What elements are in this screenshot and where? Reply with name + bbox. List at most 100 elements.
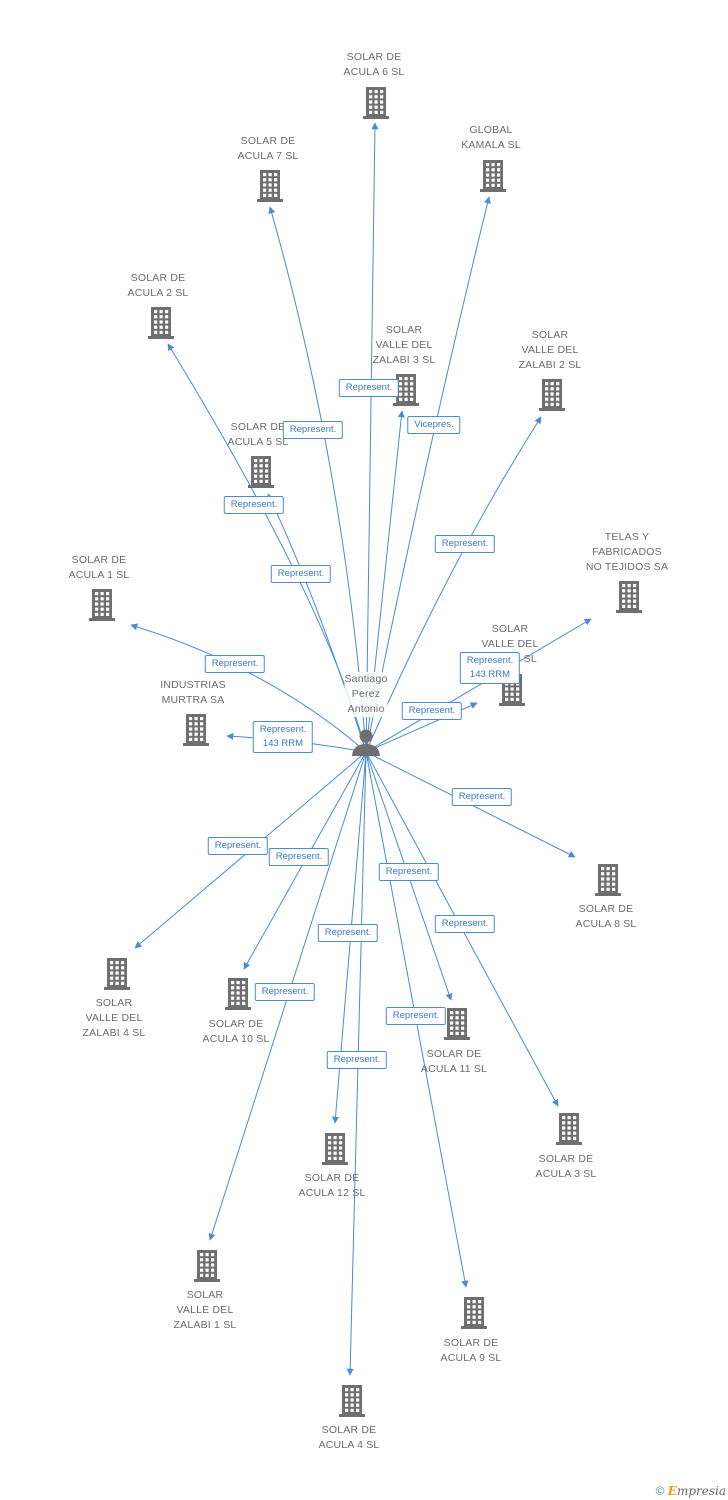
edge-label-acula8[interactable]: Represent. [451, 788, 513, 806]
company-label-line: ZALABI 4 SL [82, 1027, 146, 1039]
company-label-line: SOLAR DE [230, 421, 286, 433]
building-icon[interactable] [480, 160, 506, 192]
edge-label-murtra[interactable]: Represent.143 RRM [252, 721, 314, 753]
building-icon[interactable] [556, 1113, 582, 1145]
edge-label-acula5[interactable]: Represent. [223, 496, 285, 514]
company-label-line: SOLAR DE [71, 554, 127, 566]
edge-to-acula7 [268, 206, 367, 753]
company-label-line: ZALABI 2 SL [518, 359, 582, 371]
company-label-line: SOLAR DE [208, 1018, 264, 1030]
edge-label-telas[interactable]: Represent.143 RRM [459, 652, 521, 684]
company-label-line: SOLAR [95, 997, 133, 1009]
company-label-line: GLOBAL [469, 124, 513, 136]
building-icon[interactable] [194, 1250, 220, 1282]
edge-label-line: Represent. [466, 655, 514, 666]
edge-label-global[interactable]: Vicepres. [407, 416, 461, 434]
building-icon[interactable] [89, 589, 115, 621]
building-icon[interactable] [148, 307, 174, 339]
edge-label-zalabi1[interactable]: Represent. [254, 983, 316, 1001]
edge-label-zalabi3[interactable]: Represent. [338, 379, 400, 397]
edge-label-line: Represent. [333, 1054, 381, 1065]
building-icon[interactable] [444, 1008, 470, 1040]
edge-label-acula3[interactable]: Represent. [434, 915, 496, 933]
person-label-line: Perez [351, 688, 381, 700]
company-label-line: KAMALA SL [461, 139, 521, 151]
company-label-acula3[interactable]: SOLAR DE ACULA 3 SL [536, 1152, 597, 1182]
company-label-acula1[interactable]: SOLAR DE ACULA 1 SL [69, 553, 130, 583]
edge-label-line: Represent. [441, 918, 489, 929]
edge-label-acula9[interactable]: Represent. [385, 1007, 447, 1025]
company-label-line: NO TEJIDOS SA [585, 561, 669, 573]
edge-label-line: 143 RRM [262, 738, 304, 749]
brand-name: mpresia [676, 1484, 726, 1498]
building-icon[interactable] [104, 958, 130, 990]
company-label-line: ZALABI 3 SL [372, 354, 436, 366]
building-icon[interactable] [595, 864, 621, 896]
edge-label-acula10[interactable]: Represent. [268, 848, 330, 866]
building-icon[interactable] [461, 1297, 487, 1329]
company-label-line: SOLAR DE [346, 51, 402, 63]
company-label-line: SOLAR DE [130, 272, 186, 284]
company-label-line: ACULA 1 SL [68, 569, 130, 581]
brand-logo[interactable]: Empresia [668, 1484, 726, 1498]
building-icon[interactable] [363, 87, 389, 119]
edge-label-line: Represent. [392, 1010, 440, 1021]
building-icon[interactable] [339, 1385, 365, 1417]
company-label-line: SOLAR DE [426, 1048, 482, 1060]
company-label-line: ZALABI 1 SL [173, 1319, 237, 1331]
edge-label-zalabi[interactable]: Represent. [401, 702, 463, 720]
edge-label-acula12[interactable]: Represent. [317, 924, 379, 942]
edge-label-line: Represent. [324, 927, 372, 938]
edge-label-line: Represent. [408, 705, 456, 716]
edge-label-zalabi4[interactable]: Represent. [207, 837, 269, 855]
building-icon[interactable] [257, 170, 283, 202]
edge-label-acula4[interactable]: Represent. [326, 1051, 388, 1069]
company-label-global[interactable]: GLOBAL KAMALA SL [461, 123, 521, 153]
edge-to-telas [365, 618, 592, 753]
building-icon[interactable] [225, 978, 251, 1010]
edge-label-line: Represent. [289, 424, 337, 435]
edge-label-line: Represent. [230, 499, 278, 510]
company-label-line: SOLAR DE [538, 1153, 594, 1165]
company-label-line: ACULA 3 SL [535, 1168, 597, 1180]
edge-to-zalabi2 [365, 416, 542, 753]
company-label-line: ACULA 4 SL [318, 1439, 380, 1451]
building-icon[interactable] [322, 1133, 348, 1165]
company-label-line: ACULA 8 SL [575, 918, 637, 930]
building-icon[interactable] [539, 379, 565, 411]
building-icon[interactable] [183, 714, 209, 746]
building-icon[interactable] [616, 581, 642, 613]
copyright-symbol: © [655, 1484, 665, 1498]
edge-label-line: Represent. [458, 791, 506, 802]
building-icon[interactable] [393, 374, 419, 406]
edge-label-acula7[interactable]: Represent. [282, 421, 344, 439]
edge-label-zalabi2[interactable]: Represent. [434, 535, 496, 553]
edge-to-acula6 [365, 122, 379, 753]
edge-label-line: Vicepres. [414, 419, 454, 430]
person-icon[interactable] [352, 729, 380, 757]
edge-label-line: Represent. [277, 568, 325, 579]
edge-label-acula1[interactable]: Represent. [204, 655, 266, 673]
edge-label-acula11[interactable]: Represent. [378, 863, 440, 881]
edge-label-acula2[interactable]: Represent. [270, 565, 332, 583]
building-icon[interactable] [248, 456, 274, 488]
